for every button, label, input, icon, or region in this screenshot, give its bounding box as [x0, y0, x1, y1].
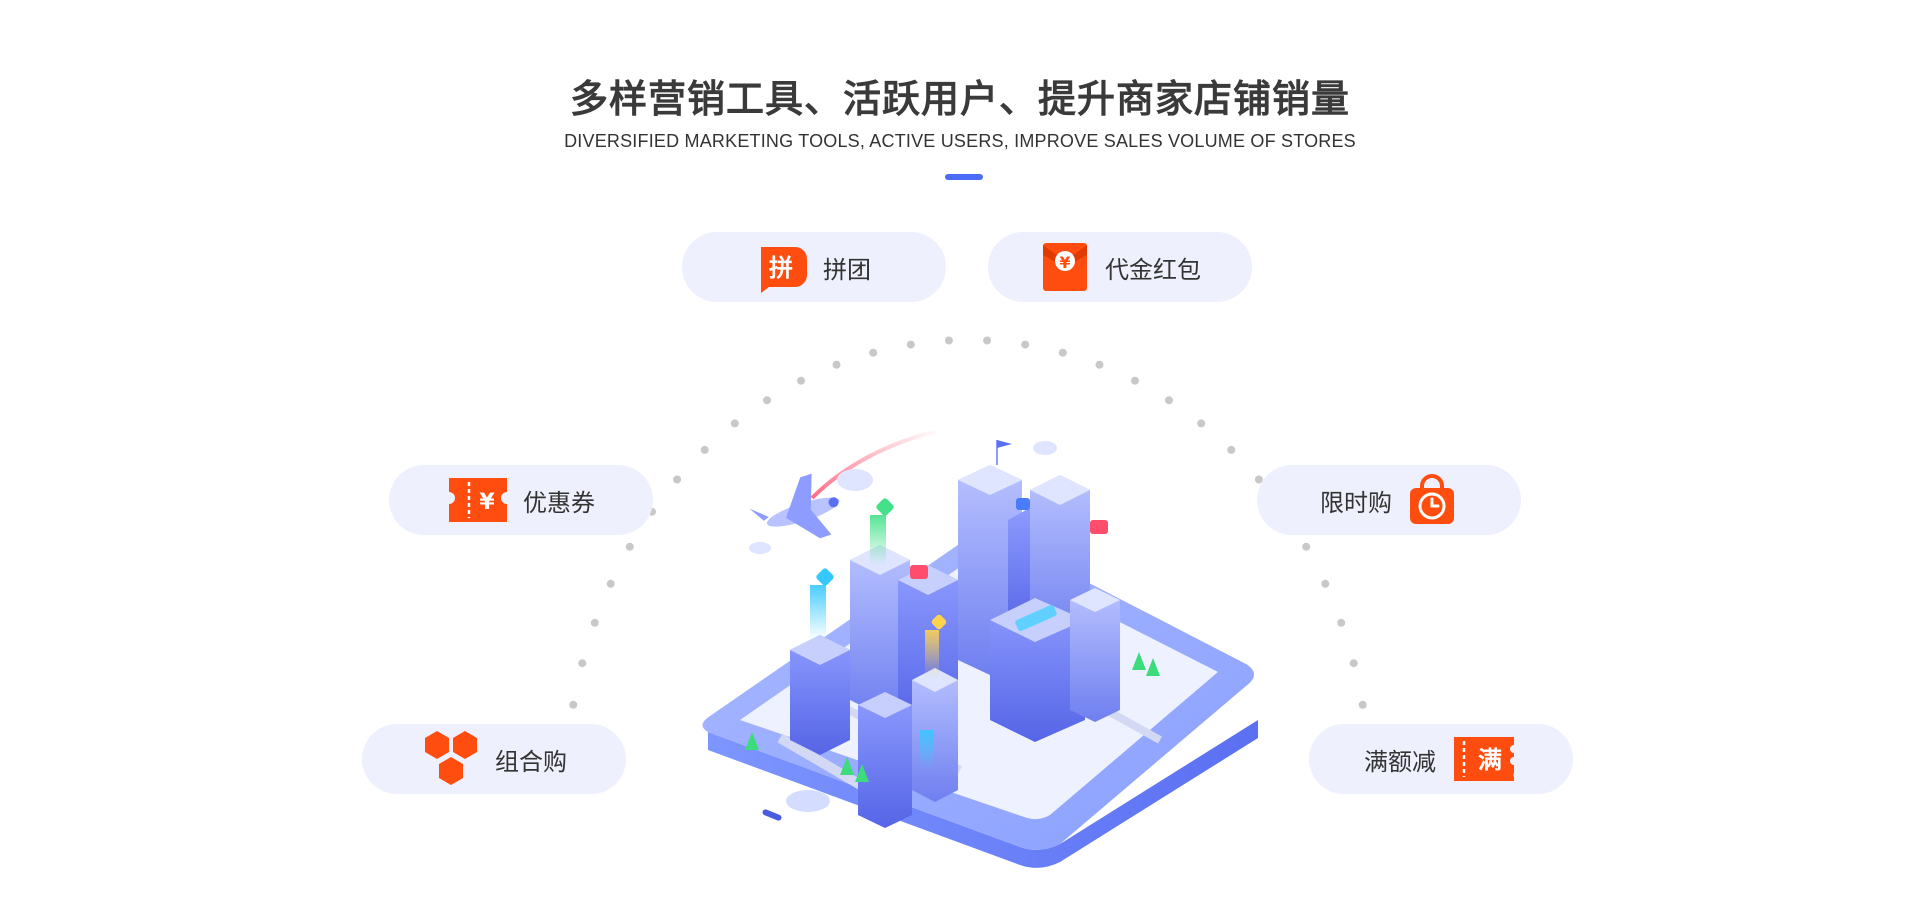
tool-label-discount: 满额减	[1364, 747, 1436, 776]
svg-text:¥: ¥	[1059, 253, 1070, 272]
tool-label-voucher: 代金红包	[1105, 255, 1201, 284]
city-on-phone-illustration	[702, 428, 1258, 868]
tool-pill-bundle[interactable]: 组合购	[362, 724, 626, 794]
hexagon-cluster-icon	[425, 731, 477, 785]
arc-dot	[869, 348, 878, 357]
arc-dot	[1358, 700, 1367, 709]
arc-dot	[832, 360, 841, 369]
tool-label-flash-sale: 限时购	[1320, 488, 1392, 517]
section-subtitle: DIVERSIFIED MARKETING TOOLS, ACTIVE USER…	[564, 131, 1356, 151]
tool-label-bundle: 组合购	[495, 747, 567, 776]
tool-pill-group-buy[interactable]: 拼 拼团	[682, 232, 946, 302]
title-accent-bar	[945, 174, 983, 180]
arc-dot	[1349, 659, 1358, 668]
arc-dot	[1302, 542, 1311, 551]
tool-pill-flash-sale[interactable]: 限时购	[1257, 465, 1521, 535]
tool-label-group-buy: 拼团	[823, 255, 871, 284]
arc-dot	[797, 376, 805, 385]
coupon-icon: ¥	[449, 478, 507, 522]
red-envelope-icon: ¥	[1043, 243, 1087, 291]
section-title: 多样营销工具、活跃用户、提升商家店铺销量	[569, 77, 1350, 121]
shopping-bag-clock-icon	[1410, 474, 1454, 524]
arc-dot	[1131, 376, 1139, 385]
arc-dot	[578, 659, 587, 668]
arc-dot	[673, 475, 682, 484]
arc-dot	[1197, 419, 1206, 428]
arc-dot	[1165, 396, 1173, 405]
arc-dot	[906, 340, 915, 349]
arc-dot	[944, 336, 953, 345]
tool-pill-voucher[interactable]: ¥ 代金红包	[988, 232, 1252, 302]
arc-dot	[763, 396, 771, 405]
full-reduction-ticket-icon: 满	[1454, 737, 1514, 781]
arc-dot	[590, 618, 599, 627]
arc-dot	[569, 700, 578, 709]
arc-dot	[1337, 618, 1346, 627]
arc-dot	[1021, 340, 1030, 349]
svg-text:满: 满	[1478, 746, 1502, 774]
svg-text:¥: ¥	[479, 490, 495, 515]
group-buy-icon: 拼	[761, 247, 807, 293]
tool-label-coupon: 优惠券	[523, 488, 595, 517]
arc-dot	[606, 579, 615, 588]
arc-dot	[1227, 445, 1236, 454]
arc-dot	[1321, 579, 1330, 588]
arc-dot	[625, 542, 634, 551]
arc-dot	[1058, 348, 1067, 357]
svg-text:拼: 拼	[769, 254, 793, 282]
arc-dot	[1095, 360, 1104, 369]
tool-pill-coupon[interactable]: ¥ 优惠券	[389, 465, 653, 535]
arc-dot	[730, 419, 739, 428]
tool-pill-discount[interactable]: 满额减 满	[1309, 724, 1573, 794]
arc-dot	[700, 445, 709, 454]
arc-dot	[983, 336, 992, 345]
